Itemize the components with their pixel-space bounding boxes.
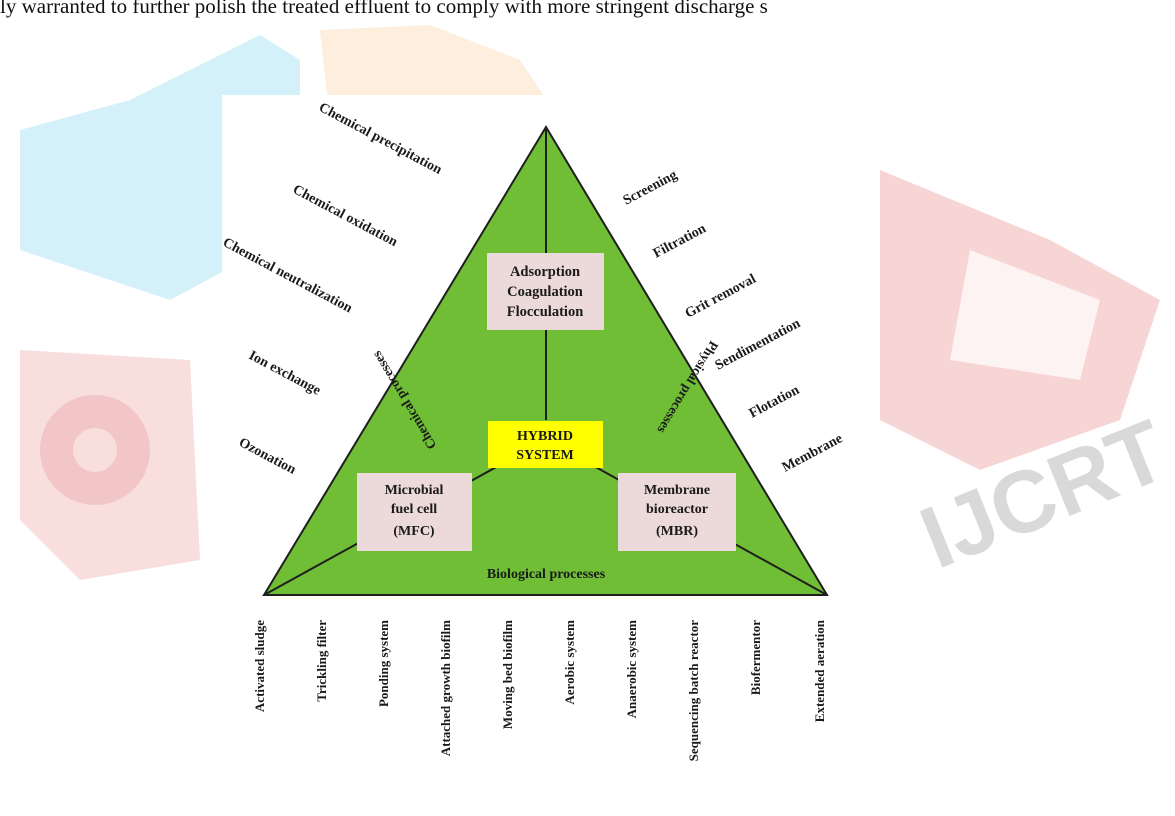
bio-item-aerobic: Aerobic system xyxy=(562,620,577,705)
box-adsorption xyxy=(487,253,604,330)
biological-items-group: Activated sludge Trickling filter Pondin… xyxy=(252,619,827,761)
box-left-line-2: fuel cell xyxy=(391,502,437,517)
hybrid-line-1: HYBRID xyxy=(517,429,573,444)
bio-item-extended-aeration: Extended aeration xyxy=(812,619,827,722)
box-left-line-3: (MFC) xyxy=(393,524,435,539)
box-right-line-3: (MBR) xyxy=(656,524,698,539)
box-mfc xyxy=(357,473,472,551)
watermark-book-page xyxy=(950,250,1100,380)
bio-item-sbr: Sequencing batch reactor xyxy=(686,620,701,762)
label-biological-processes: Biological processes xyxy=(487,567,606,582)
bio-item-ponding-system: Ponding system xyxy=(376,620,391,707)
bio-item-attached-growth: Attached growth biofilm xyxy=(438,620,453,756)
hybrid-system-box xyxy=(488,421,603,468)
bio-item-activated-sludge: Activated sludge xyxy=(252,620,267,712)
bio-item-moving-bed: Moving bed biofilm xyxy=(500,620,515,729)
box-right-line-1: Membrane xyxy=(644,483,710,498)
box-top-line-1: Adsorption xyxy=(510,264,580,280)
box-right-line-2: bioreactor xyxy=(646,502,708,517)
bio-item-anaerobic: Anaerobic system xyxy=(624,620,639,719)
box-left-line-1: Microbial xyxy=(385,483,444,498)
box-top-line-2: Coagulation xyxy=(507,284,583,300)
watermark-gear-hole xyxy=(73,428,117,472)
hybrid-line-2: SYSTEM xyxy=(516,448,574,463)
bio-item-biofermentor: Biofermentor xyxy=(748,620,763,695)
bio-item-trickling-filter: Trickling filter xyxy=(314,620,329,702)
box-top-line-3: Flocculation xyxy=(507,304,584,320)
body-text-line: ly warranted to further polish the treat… xyxy=(0,0,768,18)
box-mbr xyxy=(618,473,736,551)
